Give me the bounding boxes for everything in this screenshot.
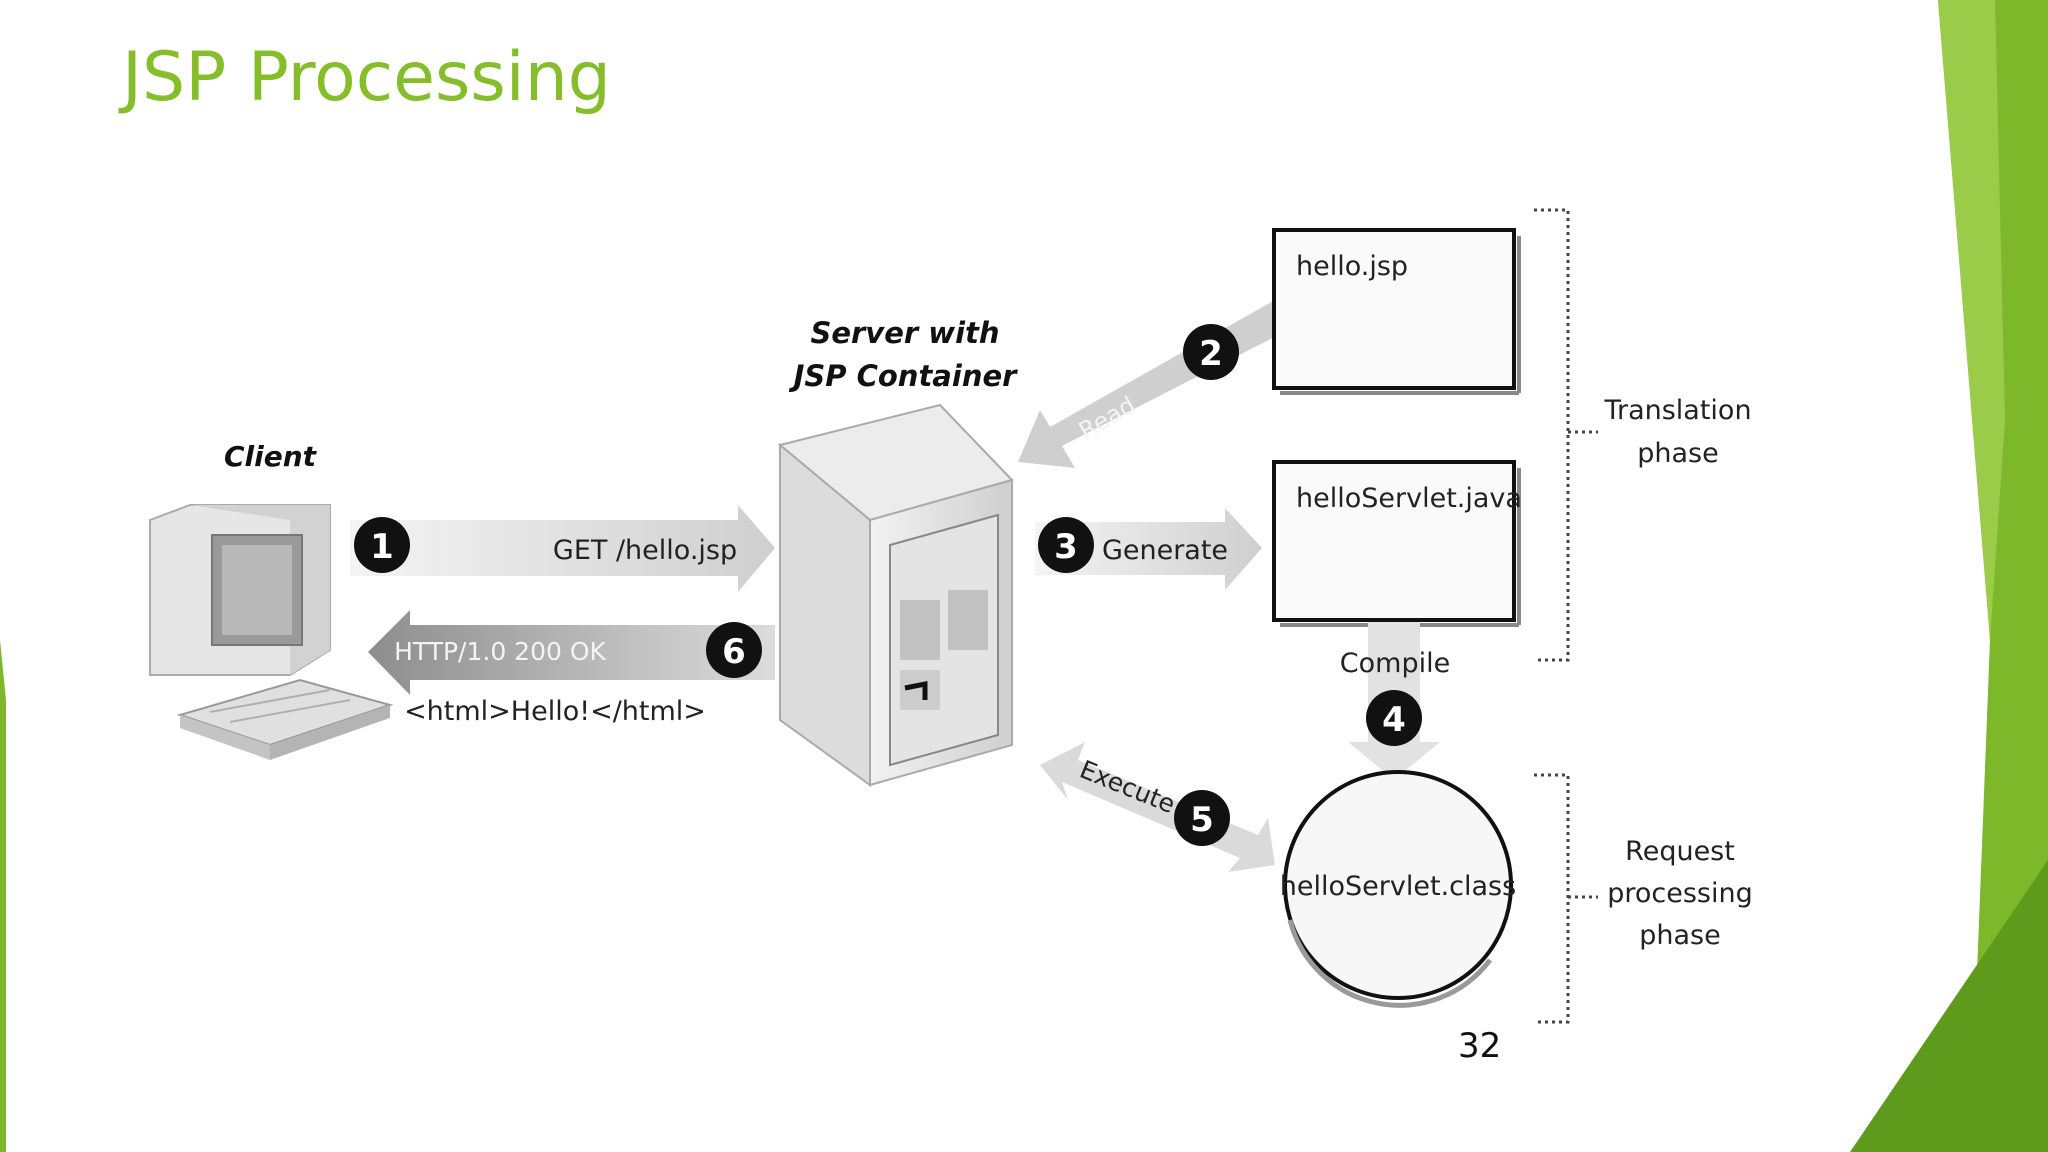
client-computer: Client (149, 440, 394, 760)
request-arrow-label: GET /hello.jsp (553, 535, 737, 566)
step-2-number: 2 (1199, 334, 1223, 374)
step-5-badge: 5 (1174, 790, 1230, 846)
server-label-line2: JSP Container (789, 359, 1019, 393)
hello-servlet-class-file: helloServlet.class (1280, 770, 1516, 1008)
response-arrow-shape (368, 610, 775, 695)
generate-arrow-shape (1035, 508, 1262, 590)
hello-servlet-java-label: helloServlet.java (1296, 483, 1522, 514)
request-arrow-shape (350, 505, 775, 592)
step-1-badge: 1 (354, 517, 410, 573)
read-arrow: Read (1018, 300, 1288, 468)
execute-arrow: Execute (1040, 742, 1275, 872)
hello-servlet-java-file: helloServlet.java (1272, 460, 1522, 627)
step-3-number: 3 (1054, 527, 1078, 567)
step-4-badge: 4 (1366, 690, 1422, 746)
translation-phase-line1: Translation (1603, 395, 1751, 426)
request-phase-bracket: Request processing phase (1534, 773, 1753, 1024)
client-label: Client (224, 440, 318, 473)
server-label-line1: Server with (810, 316, 999, 350)
hello-servlet-class-label: helloServlet.class (1280, 871, 1516, 902)
step-5-number: 5 (1190, 800, 1214, 840)
page-number: 32 (1458, 1026, 1502, 1066)
response-arrow: HTTP/1.0 200 OK <html>Hello!</html> (368, 610, 775, 727)
hello-jsp-label: hello.jsp (1296, 251, 1408, 282)
monitor-icon (149, 504, 331, 676)
request-phase-line3: phase (1639, 920, 1720, 951)
step-3-badge: 3 (1038, 517, 1094, 573)
generate-arrow: Generate (1035, 508, 1262, 590)
request-phase-line2: processing (1607, 878, 1753, 909)
step-4-number: 4 (1382, 700, 1406, 740)
step-1-number: 1 (370, 527, 394, 567)
translation-phase-bracket: Translation phase (1534, 208, 1752, 662)
slide-title: JSP Processing (122, 38, 611, 117)
read-arrow-shape (1018, 300, 1288, 468)
translation-phase-line2: phase (1637, 438, 1718, 469)
hello-jsp-file: hello.jsp (1272, 228, 1521, 395)
server-tower-icon (777, 403, 1014, 787)
generate-arrow-label: Generate (1102, 535, 1228, 566)
step-6-number: 6 (722, 632, 746, 672)
step-2-badge: 2 (1183, 324, 1239, 380)
compile-arrow-label: Compile (1340, 648, 1450, 679)
response-body-label: <html>Hello!</html> (404, 696, 706, 727)
response-status-label: HTTP/1.0 200 OK (394, 637, 606, 666)
step-6-badge: 6 (706, 622, 762, 678)
request-phase-line1: Request (1625, 836, 1735, 867)
server-container: Server with JSP Container (777, 316, 1019, 787)
keyboard-icon (176, 678, 394, 760)
request-arrow: GET /hello.jsp (350, 505, 775, 592)
